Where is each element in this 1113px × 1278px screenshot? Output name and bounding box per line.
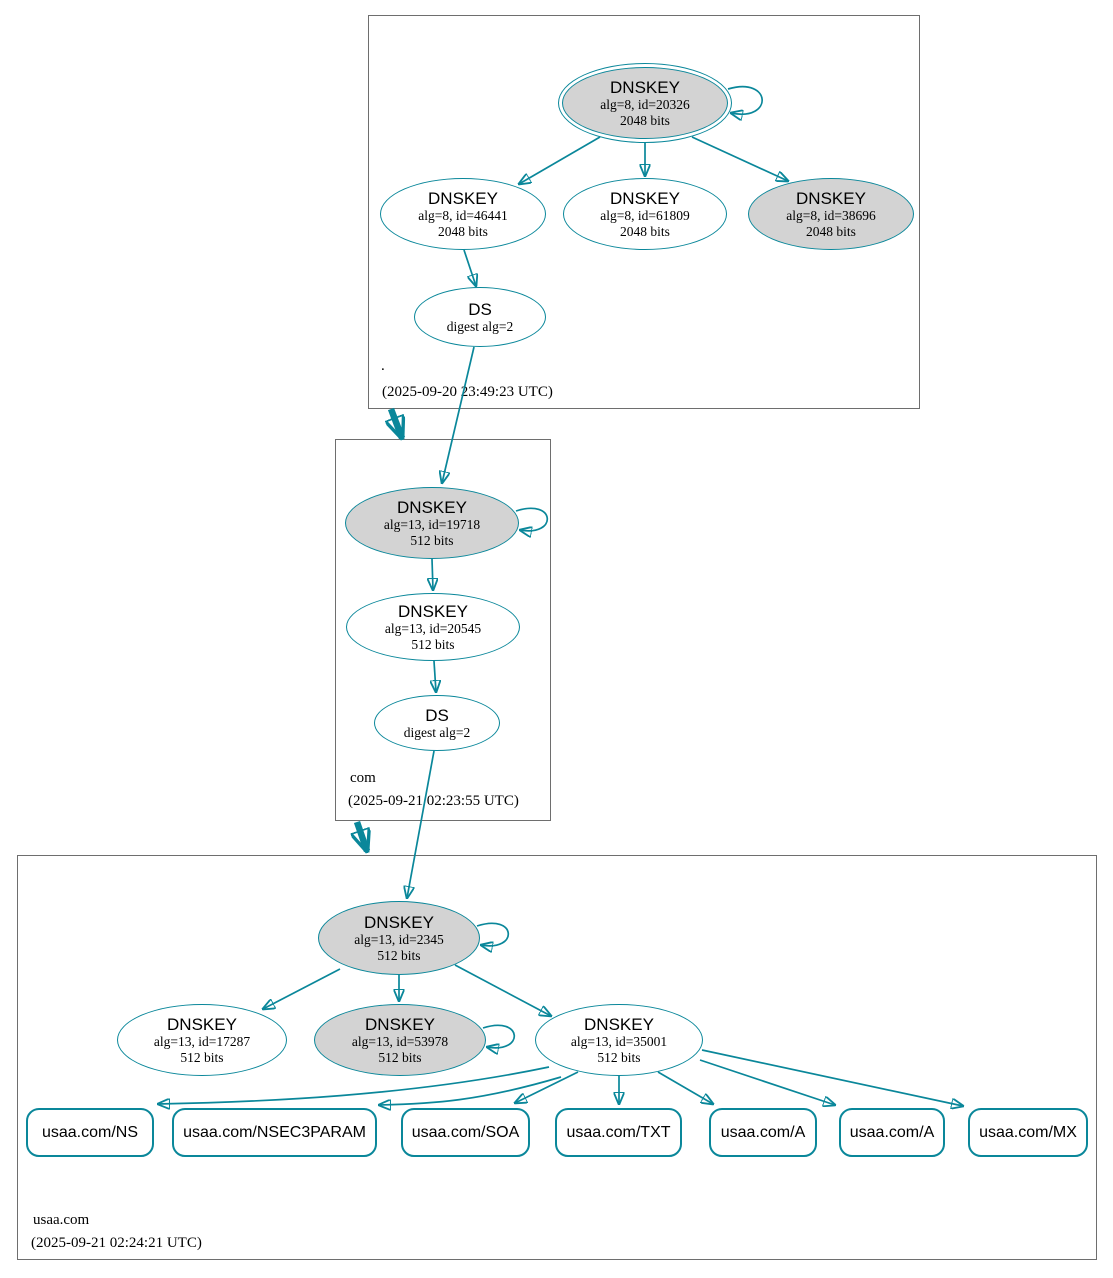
node-alg-label: alg=13, id=2345 bbox=[354, 932, 444, 948]
node-bits-label: 512 bits bbox=[377, 947, 421, 963]
dnskey-node-usaa-53978[interactable]: DNSKEY alg=13, id=53978 512 bits bbox=[314, 1004, 486, 1076]
node-bits-label: 2048 bits bbox=[438, 223, 488, 239]
node-bits-label: 2048 bits bbox=[806, 223, 856, 239]
zone-label-usaa-com: usaa.com bbox=[33, 1212, 90, 1228]
dnskey-node-usaa-17287[interactable]: DNSKEY alg=13, id=17287 512 bits bbox=[117, 1004, 287, 1076]
node-type-label: DNSKEY bbox=[365, 1015, 435, 1035]
zone-box-usaa-com bbox=[17, 855, 1097, 1260]
zone-timestamp-com: (2025-09-21 02:23:55 UTC) bbox=[348, 793, 519, 809]
edge-root-to-com-delegation bbox=[391, 407, 402, 438]
node-bits-label: 512 bits bbox=[597, 1049, 641, 1065]
node-alg-label: alg=13, id=20545 bbox=[384, 621, 482, 637]
node-digest-label: digest alg=2 bbox=[403, 724, 471, 740]
node-type-label: DNSKEY bbox=[796, 189, 866, 209]
zone-label-root: . bbox=[381, 358, 385, 374]
rrset-usaa-com-nsec3param[interactable]: usaa.com/NSEC3PARAM bbox=[172, 1108, 377, 1157]
rrset-usaa-com-txt[interactable]: usaa.com/TXT bbox=[555, 1108, 682, 1157]
node-type-label: DNSKEY bbox=[610, 78, 680, 98]
node-type-label: DNSKEY bbox=[167, 1015, 237, 1035]
rrset-usaa-com-mx[interactable]: usaa.com/MX bbox=[968, 1108, 1088, 1157]
zone-timestamp-root: (2025-09-20 23:49:23 UTC) bbox=[382, 384, 553, 400]
node-type-label: DNSKEY bbox=[397, 498, 467, 518]
node-alg-label: alg=8, id=61809 bbox=[600, 208, 690, 224]
node-type-label: DNSKEY bbox=[584, 1015, 654, 1035]
node-type-label: DNSKEY bbox=[398, 602, 468, 622]
node-digest-label: digest alg=2 bbox=[446, 318, 514, 334]
dnskey-node-com-20545[interactable]: DNSKEY alg=13, id=20545 512 bits bbox=[346, 593, 520, 661]
rrset-usaa-com-a-1[interactable]: usaa.com/A bbox=[709, 1108, 817, 1157]
dnskey-node-root-46441[interactable]: DNSKEY alg=8, id=46441 2048 bits bbox=[380, 178, 546, 250]
node-alg-label: alg=8, id=46441 bbox=[418, 208, 508, 224]
ds-node-root[interactable]: DS digest alg=2 bbox=[414, 287, 546, 347]
dnskey-node-root-ksk-20326[interactable]: DNSKEY alg=8, id=20326 2048 bits bbox=[558, 63, 732, 143]
node-alg-label: alg=8, id=20326 bbox=[600, 97, 690, 113]
node-bits-label: 512 bits bbox=[411, 636, 455, 652]
dnskey-node-usaa-35001[interactable]: DNSKEY alg=13, id=35001 512 bits bbox=[535, 1004, 703, 1076]
zone-timestamp-usaa-com: (2025-09-21 02:24:21 UTC) bbox=[31, 1235, 202, 1251]
rrset-usaa-com-ns[interactable]: usaa.com/NS bbox=[26, 1108, 154, 1157]
node-type-label: DS bbox=[468, 299, 492, 319]
node-alg-label: alg=13, id=53978 bbox=[351, 1034, 449, 1050]
rrset-usaa-com-a-2[interactable]: usaa.com/A bbox=[839, 1108, 945, 1157]
zone-label-com: com bbox=[350, 770, 376, 786]
node-alg-label: alg=13, id=17287 bbox=[153, 1034, 251, 1050]
dnskey-node-root-38696[interactable]: DNSKEY alg=8, id=38696 2048 bits bbox=[748, 178, 914, 250]
edge-com-to-usaa-delegation bbox=[357, 820, 367, 851]
node-type-label: DNSKEY bbox=[364, 913, 434, 933]
dnskey-node-usaa-ksk-2345[interactable]: DNSKEY alg=13, id=2345 512 bits bbox=[318, 901, 480, 975]
node-alg-label: alg=13, id=19718 bbox=[383, 517, 481, 533]
node-bits-label: 512 bits bbox=[378, 1049, 422, 1065]
node-bits-label: 2048 bits bbox=[620, 223, 670, 239]
node-type-label: DNSKEY bbox=[610, 189, 680, 209]
node-type-label: DNSKEY bbox=[428, 189, 498, 209]
node-bits-label: 2048 bits bbox=[620, 112, 670, 128]
node-alg-label: alg=8, id=38696 bbox=[786, 208, 876, 224]
node-bits-label: 512 bits bbox=[410, 532, 454, 548]
zone-box-root bbox=[368, 15, 920, 409]
dnskey-node-root-61809[interactable]: DNSKEY alg=8, id=61809 2048 bits bbox=[563, 178, 727, 250]
rrset-usaa-com-soa[interactable]: usaa.com/SOA bbox=[401, 1108, 530, 1157]
node-type-label: DS bbox=[425, 705, 449, 725]
dnskey-node-com-ksk-19718[interactable]: DNSKEY alg=13, id=19718 512 bits bbox=[345, 487, 519, 559]
node-bits-label: 512 bits bbox=[180, 1049, 224, 1065]
ds-node-com[interactable]: DS digest alg=2 bbox=[374, 695, 500, 751]
node-alg-label: alg=13, id=35001 bbox=[570, 1034, 668, 1050]
